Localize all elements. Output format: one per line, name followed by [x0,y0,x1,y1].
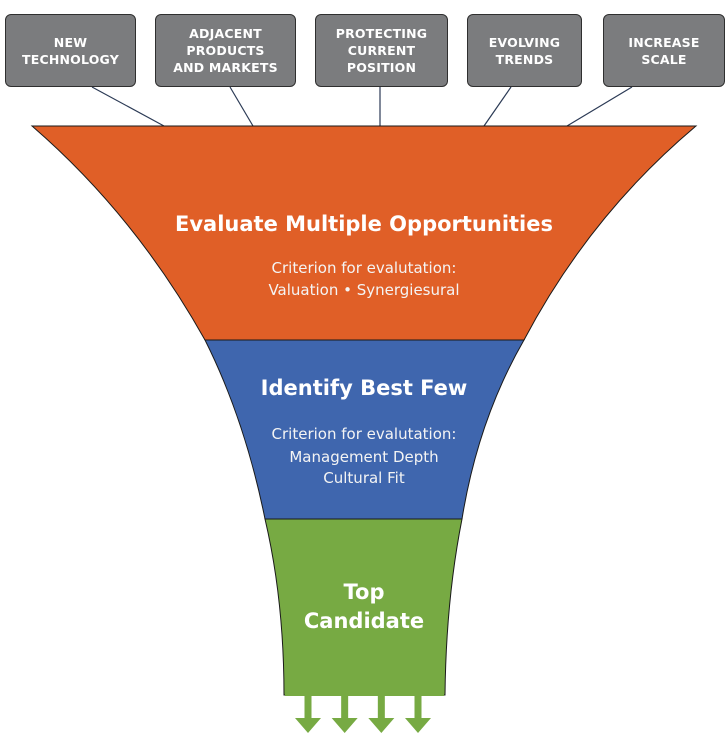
output-arrow-icon [368,695,395,733]
stage1-criteria: Valuation • Synergiesural [268,281,460,299]
stage3-title: Top Candidate [303,580,425,633]
connector-new-technology [91,86,165,127]
stage1-title: Evaluate Multiple Opportunities [175,212,553,236]
funnel-stage-top-candidate [264,518,463,696]
stage1-criterion-heading: Criterion for evalutation: [271,259,457,277]
stage2-criteria: Management Depth Cultural Fit [289,448,439,487]
source-evolving-trends: EVOLVING TRENDS [467,14,582,87]
output-arrows [295,695,431,733]
source-increase-scale: INCREASE SCALE [603,14,725,87]
output-arrow-icon [331,695,358,733]
stage2-criterion-heading: Criterion for evalutation: [271,425,457,443]
source-new-technology: NEW TECHNOLOGY [5,14,136,87]
source-protecting-current-position: PROTECTING CURRENT POSITION [315,14,448,87]
connector-increase-scale [566,86,633,127]
source-adjacent-products-markets: ADJACENT PRODUCTS AND MARKETS [155,14,296,87]
output-arrow-icon [295,695,321,733]
connector-adjacent-products [229,86,254,127]
stage2-title: Identify Best Few [260,376,468,400]
connector-evolving-trends [483,86,512,127]
output-arrow-icon [405,695,431,733]
